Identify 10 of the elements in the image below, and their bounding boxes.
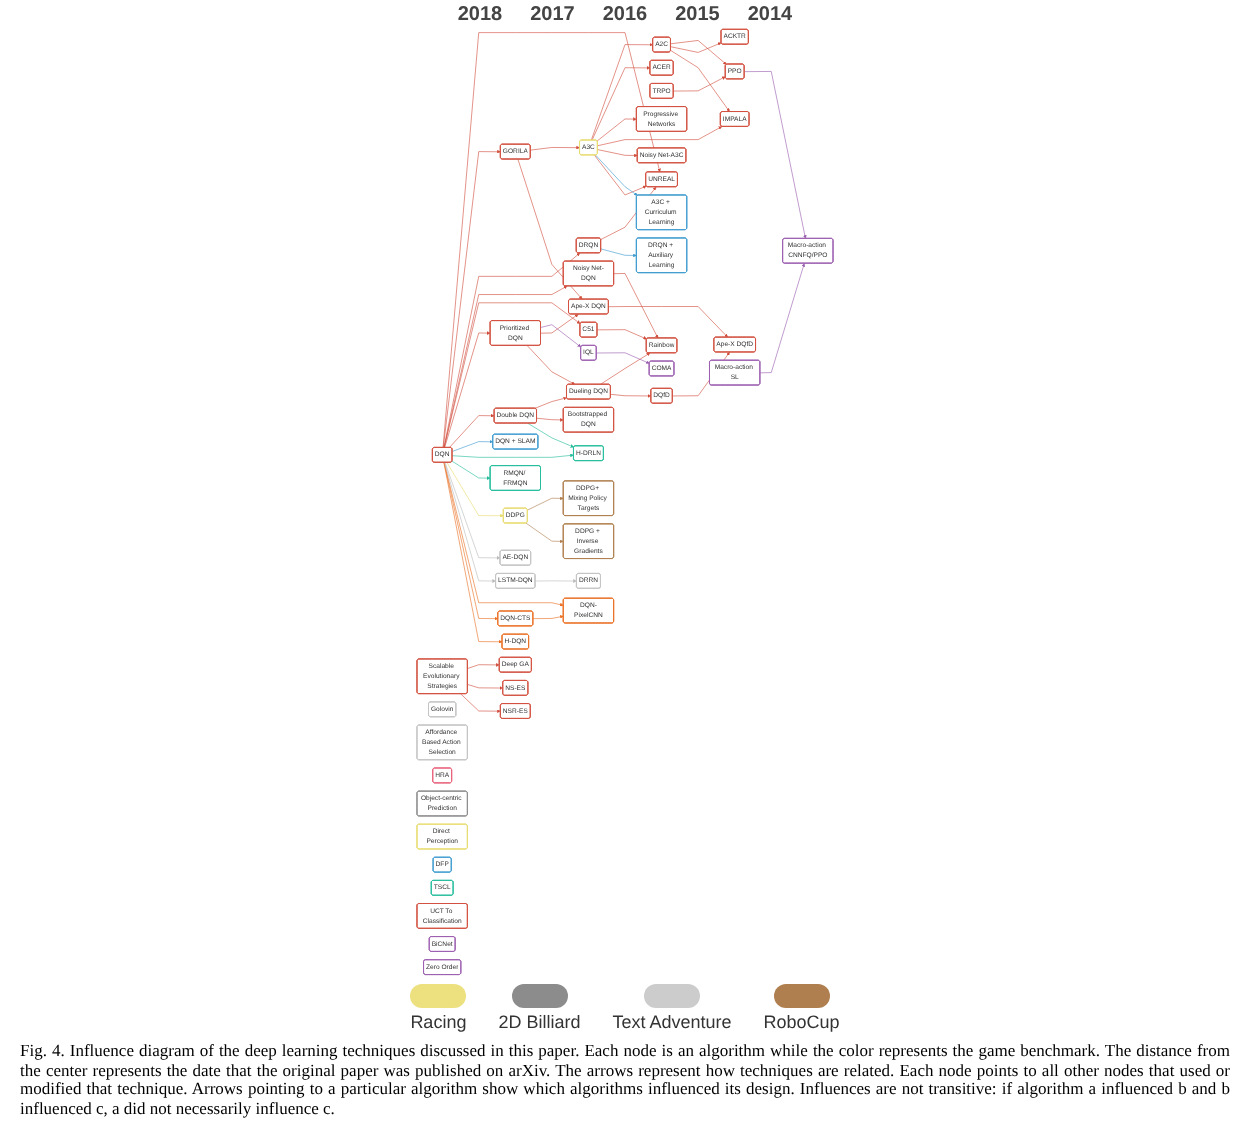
legend-label: Racing <box>410 1011 467 1032</box>
legend-label: Text Adventure <box>612 1011 732 1032</box>
year-label: 2016 <box>602 4 648 26</box>
year-label: 2017 <box>530 4 575 26</box>
year-label: 2015 <box>675 4 720 26</box>
figure-caption: Fig. 4. Influence diagram of the deep learning techniques discussed in this paper. Each node is an algorithm while the color represents the game benchmark. The distance from the center represents the date that the original paper was published on arXiv. The arrows represent how techniques are related. Each node points to all other nodes that used or modified that technique. Arrows pointing to a particular algorithm show which algorithms influenced its design. Influences are not transitive: if algorithm a influenced b and b influenced c, a did not necessarily influence c. <box>18 1037 1232 1123</box>
year-label: 2014 <box>747 4 793 26</box>
legend-label: 2D Billiard <box>498 1011 581 1032</box>
year-label: 2018 <box>457 4 503 26</box>
legend-label: RoboCup <box>763 1011 840 1032</box>
